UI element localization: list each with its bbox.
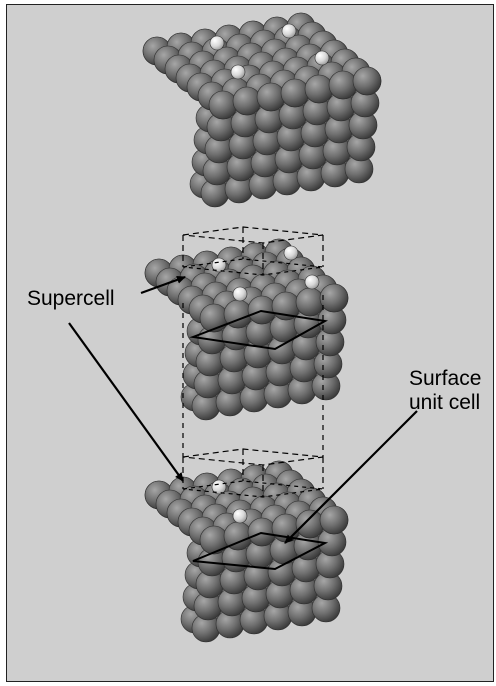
adatom [282,24,296,38]
figure-panel: Supercell Surface unit cell [6,4,494,682]
atom [320,284,348,312]
atom [257,83,285,111]
adatom [315,51,329,65]
atom [329,71,357,99]
middle-slab [145,239,348,420]
atom [200,526,228,554]
atom [248,296,276,324]
supercell-label: Supercell [27,287,115,311]
atom [320,506,348,534]
surface-unit-cell-arrow [285,411,417,543]
adatom [210,36,224,50]
atom [353,67,381,95]
top-slab [143,13,381,207]
adatom [284,246,298,260]
surface-unit-cell-label-line2: unit cell [409,391,481,415]
atom [305,75,333,103]
adatom [233,509,247,523]
surface-unit-cell-label-line1: Surface [409,367,481,391]
atom [296,510,324,538]
adatom [305,275,319,289]
atom [200,304,228,332]
supercell-arrow-lower [69,323,183,481]
atom [296,288,324,316]
atom [233,87,261,115]
adatom [233,287,247,301]
atom [248,518,276,546]
bottom-slab [145,461,348,642]
slab-diagram [7,5,495,683]
adatom [231,65,245,79]
atom [209,91,237,119]
atom [281,79,309,107]
surface-unit-cell-label: Surface unit cell [409,367,481,415]
